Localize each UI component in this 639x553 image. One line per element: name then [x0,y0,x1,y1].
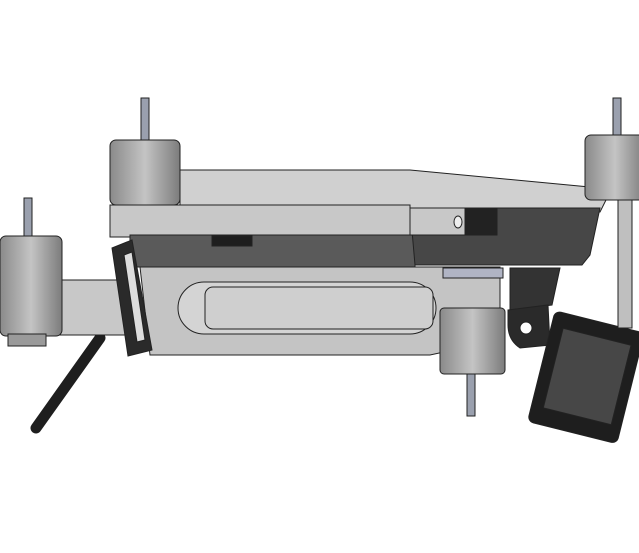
upper-body-band [109,204,411,238]
landing-leg [30,332,106,434]
motor-front-top [109,97,181,206]
rear-vent [464,207,498,236]
rear-strut [617,199,633,329]
motor-front-left [0,197,63,347]
gimbal-arm [509,267,561,311]
body-slot [211,235,253,247]
motor-rear-bottom [439,307,506,417]
camera [528,311,639,443]
motor-rear-top [584,97,639,201]
battery-inner [204,286,434,330]
mid-body-band [129,234,416,268]
rear-strip [442,267,504,279]
front-bracket-slot [123,251,146,343]
screw-hole [453,215,463,229]
gimbal-pivot [519,321,533,335]
